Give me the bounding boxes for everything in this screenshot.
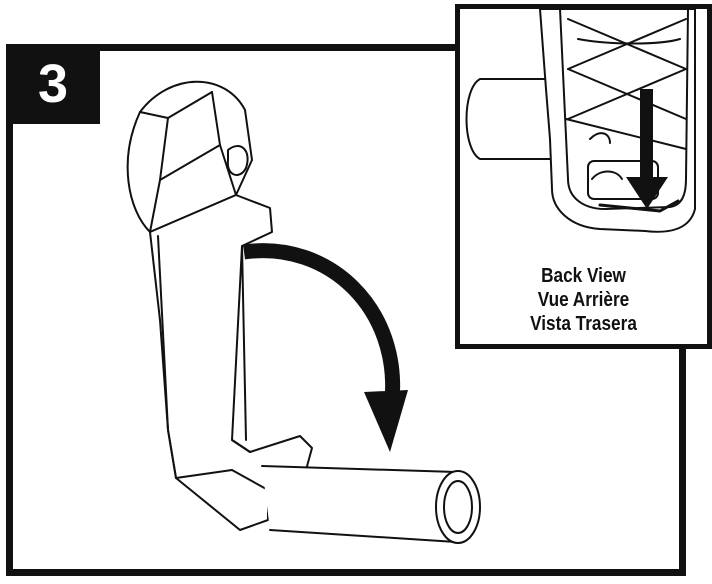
caption-english: Back View — [541, 265, 626, 287]
down-arrow-shaft — [640, 89, 653, 181]
rotation-arrow-head — [364, 390, 408, 452]
rotation-arrow — [242, 243, 401, 401]
back-view-shaft — [465, 78, 551, 160]
back-view-illustration — [465, 9, 696, 233]
back-view-inset: Back View Vue Arrière Vista Trasera — [455, 4, 712, 349]
handle-knob — [126, 80, 253, 233]
caption-french: Vue Arrière — [537, 289, 630, 311]
down-arrow-head — [626, 177, 668, 209]
back-view-caption: Back View Vue Arrière Vista Trasera — [477, 264, 689, 336]
step-number-badge: 3 — [6, 44, 100, 124]
caption-spanish: Vista Trasera — [530, 313, 637, 335]
